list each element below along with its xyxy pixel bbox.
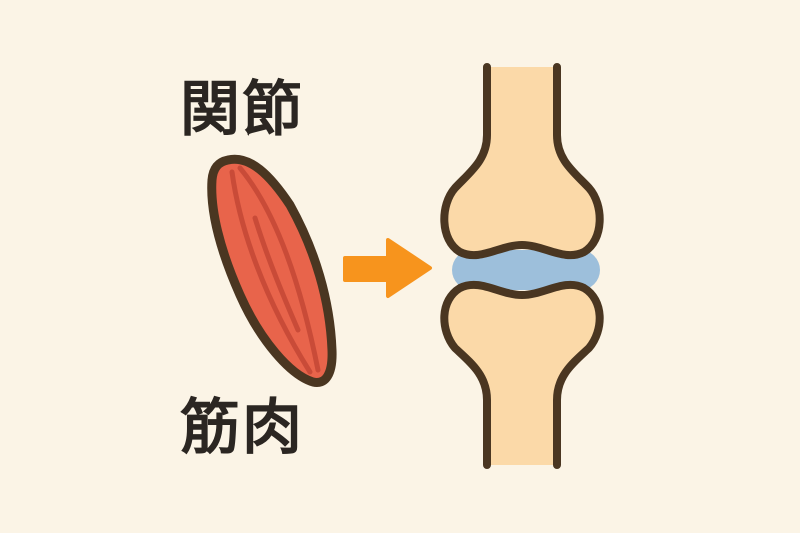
arrow-right-icon <box>343 238 432 298</box>
knee-joint-icon <box>440 63 604 469</box>
cartilage <box>452 250 600 290</box>
muscle-icon <box>207 154 337 387</box>
joint-label: 関節 <box>180 75 304 145</box>
muscle-label: 筋肉 <box>180 393 304 463</box>
